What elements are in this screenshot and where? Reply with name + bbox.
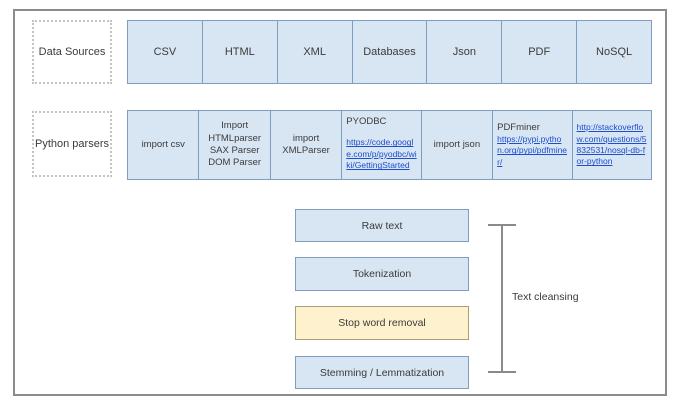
text-cleansing-label: Text cleansing	[512, 291, 579, 303]
bracket-bottom-cap	[488, 371, 516, 373]
pdfminer-link[interactable]: https://pypi.python.org/pypi/pdfminer/	[497, 133, 568, 167]
python-parsers-label-box: Python parsers	[32, 111, 112, 177]
parser-box-json: import json	[420, 110, 494, 180]
source-label: HTML	[224, 46, 255, 58]
data-sources-label: Data Sources	[38, 46, 106, 58]
pipeline-step-label: Stop word removal	[338, 317, 426, 329]
parser-text: import XMLParser	[282, 132, 330, 156]
source-label: NoSQL	[596, 46, 633, 58]
parser-box-xml: import XMLParser	[269, 110, 343, 180]
parser-box-csv: import csv	[127, 110, 200, 180]
pipeline-step-label: Raw text	[361, 219, 403, 232]
source-box-pdf: PDF	[501, 20, 578, 84]
source-label: XML	[303, 46, 326, 58]
source-label: Json	[452, 46, 476, 58]
pipeline-step-label: Tokenization	[352, 268, 412, 280]
data-sources-label-box: Data Sources	[32, 20, 112, 84]
parser-text: import json	[433, 138, 481, 150]
pipeline-step-stemming-lemmatization: Stemming / Lemmatization	[295, 356, 469, 389]
source-box-csv: CSV	[127, 20, 203, 84]
source-label: Databases	[363, 46, 416, 58]
pyodbc-link[interactable]: https://code.google.com/p/pyodbc/wiki/Ge…	[346, 137, 417, 171]
parser-text: import csv	[141, 138, 185, 150]
source-box-databases: Databases	[351, 20, 428, 84]
pipeline-step-stop-word-removal: Stop word removal	[295, 306, 469, 340]
parser-title: PDFminer	[497, 121, 540, 133]
source-box-html: HTML	[201, 20, 278, 84]
pipeline-step-label: Stemming / Lemmatization	[319, 366, 445, 379]
bracket-vertical-line	[501, 225, 503, 373]
source-box-json: Json	[426, 20, 503, 84]
pipeline-step-tokenization: Tokenization	[295, 257, 469, 291]
diagram-frame	[13, 9, 667, 396]
parser-title: PYODBC	[346, 116, 387, 127]
source-label: PDF	[528, 46, 551, 58]
parser-box-nosql: http://stackoverflow.com/questions/58325…	[571, 110, 652, 180]
data-sources-row: CSV HTML XML Databases Json PDF NoSQL	[127, 20, 653, 84]
pipeline-step-raw-text: Raw text	[295, 209, 469, 242]
python-parsers-label: Python parsers	[35, 138, 109, 150]
nosql-link[interactable]: http://stackoverflow.com/questions/58325…	[576, 122, 647, 167]
python-parsers-row: import csv Import HTMLparser SAX Parser …	[127, 110, 652, 180]
source-box-xml: XML	[276, 20, 353, 84]
parser-box-pdfminer: PDFminer https://pypi.python.org/pypi/pd…	[492, 110, 573, 180]
parser-box-pyodbc: PYODBC https://code.google.com/p/pyodbc/…	[341, 110, 422, 180]
parser-text: Import HTMLparser SAX Parser DOM Parser	[208, 120, 262, 169]
source-label: CSV	[153, 46, 177, 58]
parser-box-html: Import HTMLparser SAX Parser DOM Parser	[198, 110, 271, 180]
source-box-nosql: NoSQL	[576, 20, 653, 84]
